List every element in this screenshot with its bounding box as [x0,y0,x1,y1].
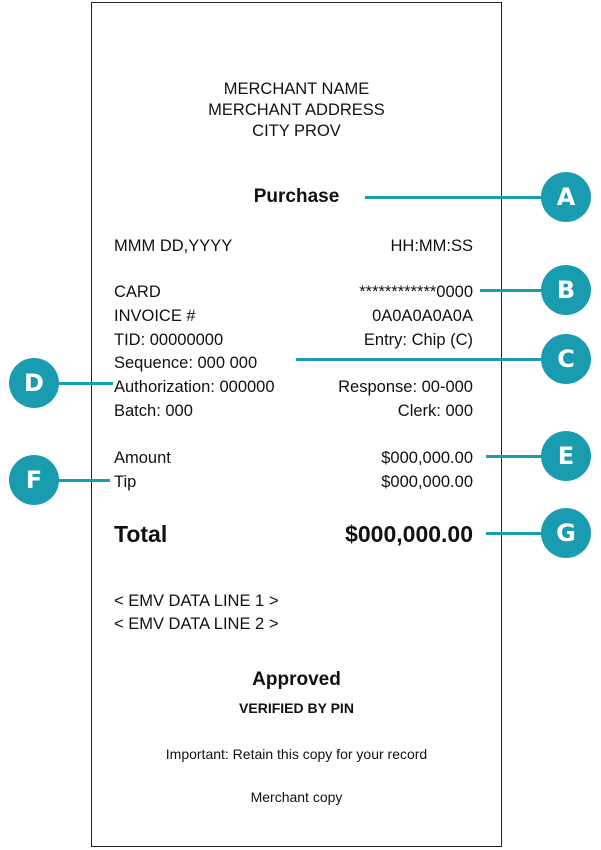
entry-mode: Entry: Chip (C) [363,331,473,349]
authorization: Authorization: 000000 [114,378,275,396]
tip-value: $000,000.00 [381,473,473,491]
invoice-label: INVOICE # [114,307,196,325]
amount-label: Amount [114,449,171,467]
batch: Batch: 000 [114,402,193,420]
receipt: MERCHANT NAME MERCHANT ADDRESS CITY PROV… [91,2,502,847]
callout-line-c [296,358,546,361]
callout-line-e [486,455,546,458]
total-label: Total [114,521,168,547]
amount-value: $000,000.00 [381,449,473,467]
invoice-value: 0A0A0A0A0A [372,307,473,325]
retain-notice: Important: Retain this copy for your rec… [165,746,428,762]
emv-line-2: < EMV DATA LINE 2 > [114,615,279,633]
callout-line-b [480,289,545,292]
tid: TID: 00000000 [114,331,224,349]
date: MMM DD,YYYY [114,237,233,255]
callout-badge-c: C [541,334,591,384]
emv-line-1: < EMV DATA LINE 1 > [114,592,279,610]
callout-line-d [55,382,113,385]
callout-line-f [55,479,110,482]
approval-status: Approved [252,669,341,690]
merchant-address: MERCHANT ADDRESS [208,101,385,119]
callout-line-g [486,532,546,535]
callout-badge-g: G [541,508,591,558]
card-label: CARD [114,283,161,301]
clerk: Clerk: 000 [397,402,473,420]
merchant-name: MERCHANT NAME [223,80,370,98]
verification-method: VERIFIED BY PIN [239,700,354,716]
copy-type: Merchant copy [250,789,343,805]
callout-badge-f: F [9,455,59,505]
sequence: Sequence: 000 000 [114,354,258,372]
transaction-type: Purchase [253,186,340,207]
callout-badge-e: E [541,431,591,481]
card-number: ************0000 [359,283,473,301]
time: HH:MM:SS [390,237,474,255]
city-prov: CITY PROV [252,122,341,140]
callout-badge-a: A [541,172,591,222]
tip-label: Tip [114,473,137,491]
total-value: $000,000.00 [345,521,473,547]
response: Response: 00-000 [338,378,473,396]
callout-line-a [365,196,545,199]
callout-badge-b: B [541,265,591,315]
callout-badge-d: D [9,358,59,408]
